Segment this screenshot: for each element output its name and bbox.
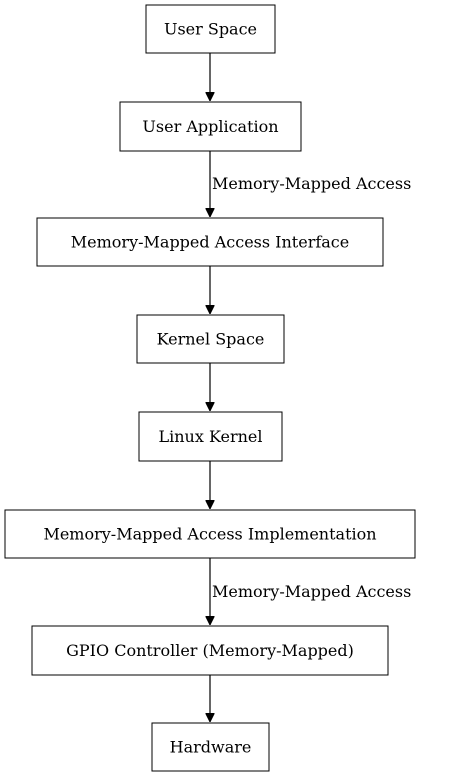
node-kernel-space: Kernel Space <box>136 314 285 364</box>
node-memory-mapped-access-implementation: Memory-Mapped Access Implementation <box>4 509 416 559</box>
node-memory-mapped-access-interface: Memory-Mapped Access Interface <box>36 217 384 267</box>
node-label-kernel-space: Kernel Space <box>157 330 265 349</box>
node-linux-kernel: Linux Kernel <box>138 411 283 462</box>
node-label-gpio-controller: GPIO Controller (Memory-Mapped) <box>66 641 354 660</box>
node-label-user-application: User Application <box>142 117 278 136</box>
edge-label-memory-mapped-access-lower: Memory-Mapped Access <box>212 582 411 601</box>
node-hardware: Hardware <box>151 722 270 772</box>
edge-implementation-to-gpio-controller: Memory-Mapped Access <box>210 558 411 625</box>
node-user-space: User Space <box>145 4 276 54</box>
node-user-application: User Application <box>119 101 302 152</box>
node-label-linux-kernel: Linux Kernel <box>159 427 263 446</box>
node-label-user-space: User Space <box>164 20 257 39</box>
node-label-memory-mapped-access-interface: Memory-Mapped Access Interface <box>71 233 349 252</box>
edge-label-memory-mapped-access-upper: Memory-Mapped Access <box>212 174 411 193</box>
node-label-memory-mapped-access-implementation: Memory-Mapped Access Implementation <box>43 525 376 544</box>
edge-user-application-to-interface: Memory-Mapped Access <box>210 151 411 217</box>
node-gpio-controller: GPIO Controller (Memory-Mapped) <box>31 625 389 676</box>
node-label-hardware: Hardware <box>170 738 252 757</box>
